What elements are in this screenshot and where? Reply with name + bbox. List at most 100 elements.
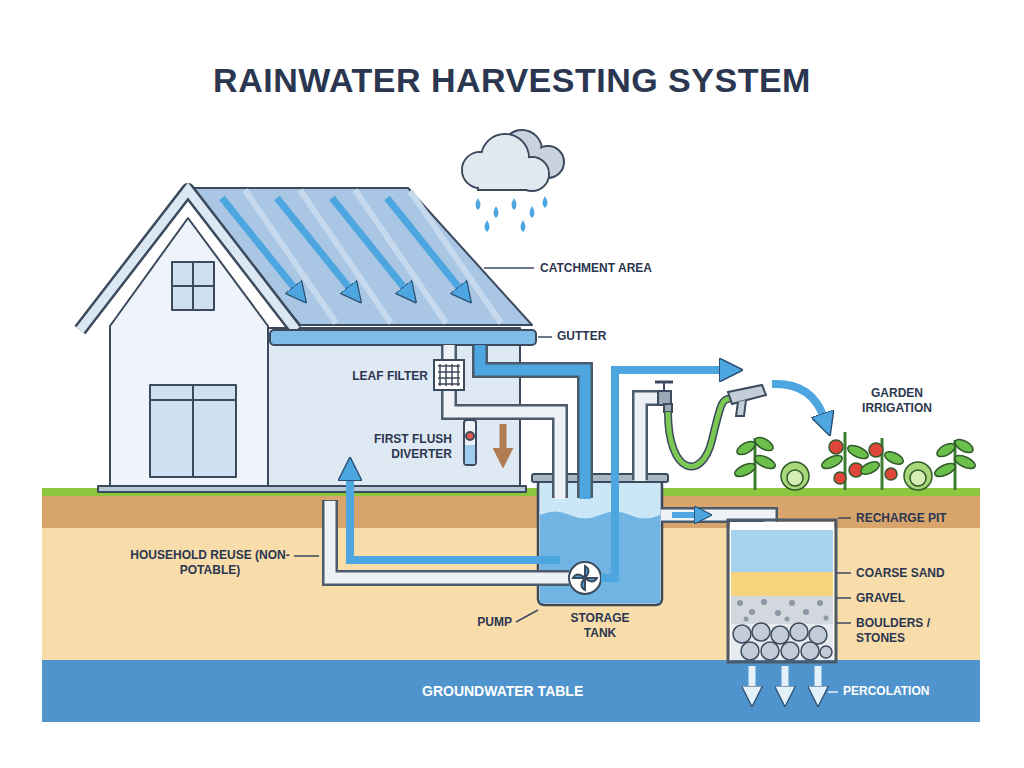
rain-drops-part [521, 220, 526, 232]
house [80, 188, 536, 492]
house-part [150, 399, 236, 401]
drain-arrow [500, 424, 507, 452]
rain-cloud-part [478, 170, 534, 190]
percolation-arrows [752, 666, 818, 690]
recharge-pit-part [737, 599, 829, 622]
garden-plants-part [735, 439, 757, 458]
rain-drops-part [543, 196, 548, 208]
garden-tap-part [664, 404, 672, 412]
garden-plants-part [846, 443, 870, 461]
first-flush-diverter-part [464, 420, 476, 465]
callout-label: COARSE SAND [856, 566, 976, 581]
callout-label: FIRST FLUSH DIVERTER [340, 432, 452, 462]
first-flush-diverter-part [465, 445, 475, 464]
recharge-pit-part [728, 520, 836, 662]
leader-lines-part [538, 336, 552, 338]
leader-lines-part [828, 691, 838, 693]
recharge-pit-part-part [733, 625, 751, 643]
percolation-arrows-part [815, 666, 822, 690]
house-part [80, 190, 296, 330]
recharge-pit-part-part [741, 642, 759, 660]
garden-plants-part [869, 443, 883, 457]
house-part [80, 190, 296, 330]
pipes-outer-part [640, 398, 660, 480]
pump-part [582, 578, 586, 590]
garden-plants-part [781, 462, 809, 490]
leaf-filter [434, 360, 464, 390]
garden-plants-part [859, 459, 881, 477]
garden-plants-part [834, 472, 846, 484]
recharge-pit-part-part [752, 623, 770, 641]
garden-plants-part [753, 435, 775, 454]
garden-plants-part [753, 453, 777, 471]
percolation-arrows-part [749, 666, 756, 690]
callout-label: GRAVEL [856, 591, 956, 606]
inlet-flow-part [480, 345, 585, 499]
garden-plants-part [910, 470, 926, 486]
groundwater-band: GROUNDWATER TABLE [42, 660, 980, 722]
rain-drops [476, 196, 548, 232]
hose [668, 398, 732, 466]
garden-tap-part [658, 391, 671, 405]
spray-nozzle [728, 385, 766, 416]
recharge-pit-part [731, 596, 833, 624]
roof-flow-arrows-part [387, 198, 461, 290]
pipes-outer-part [441, 346, 457, 360]
rain-cloud-part [481, 170, 531, 189]
recharge-pit-part [733, 623, 832, 660]
recharge-pit-part [731, 624, 833, 660]
first-flush-diverter [464, 420, 476, 465]
leaf-filter-part [445, 364, 447, 386]
garden-tap [655, 382, 673, 412]
pipes-inner-part [330, 501, 569, 578]
garden-tap-part [655, 381, 673, 384]
callout-label: RECHARGE PIT [856, 511, 986, 526]
rain-drops-part [485, 220, 490, 232]
flow-label: PERCOLATION [843, 684, 963, 699]
callout-label: CATCHMENT AREA [540, 261, 680, 276]
callout-label: GARDEN IRRIGATION [842, 386, 952, 416]
pump [569, 562, 601, 594]
recharge-pit-part [730, 522, 834, 660]
topsoil [42, 496, 980, 528]
inlet-flow [480, 345, 585, 499]
leaf-filter-part [438, 377, 460, 379]
pipes-outer-part [480, 346, 585, 498]
roof-flow-arrows [222, 198, 461, 290]
house-part [150, 385, 236, 477]
leaf-filter-part [434, 360, 464, 390]
percolation-arrows-part [782, 666, 789, 690]
leaf-filter-part [439, 364, 441, 386]
diagram-title: RAINWATER HARVESTING SYSTEM [0, 60, 1024, 100]
recharge-pit-part-part [820, 646, 832, 658]
pipes-inner-part [444, 345, 455, 361]
house-part [410, 191, 501, 323]
callout-label: STORAGE TANK [558, 611, 642, 641]
recharge-pit-part-part [737, 600, 743, 606]
recharge-pit-part-part [761, 599, 767, 605]
spray-nozzle-part [728, 385, 766, 404]
house-part [98, 486, 526, 492]
ground [42, 488, 980, 722]
recharge-pit-part-part [775, 610, 781, 616]
callout-label: LEAF FILTER [318, 369, 428, 384]
recharge-pit-part-part [801, 642, 819, 660]
recharge-pit-part-part [771, 626, 789, 644]
leader-lines-part [836, 597, 851, 599]
rain-drops-part [476, 198, 481, 210]
callout-label: PUMP [452, 615, 512, 630]
garden-plants-part [733, 461, 757, 479]
pump-part [573, 575, 585, 579]
recharge-pit-part [731, 572, 833, 596]
leaf-filter-part [438, 371, 460, 373]
garden-plants-part [953, 453, 977, 471]
leader-lines-part [484, 267, 534, 269]
rain-drops-part [512, 198, 517, 210]
recharge-pit-part-part [781, 642, 799, 660]
leader-lines [294, 268, 851, 692]
recharge-pit-part-part [744, 617, 749, 622]
flow-arrows-part [350, 476, 560, 560]
pipes-inner-part [640, 398, 661, 481]
